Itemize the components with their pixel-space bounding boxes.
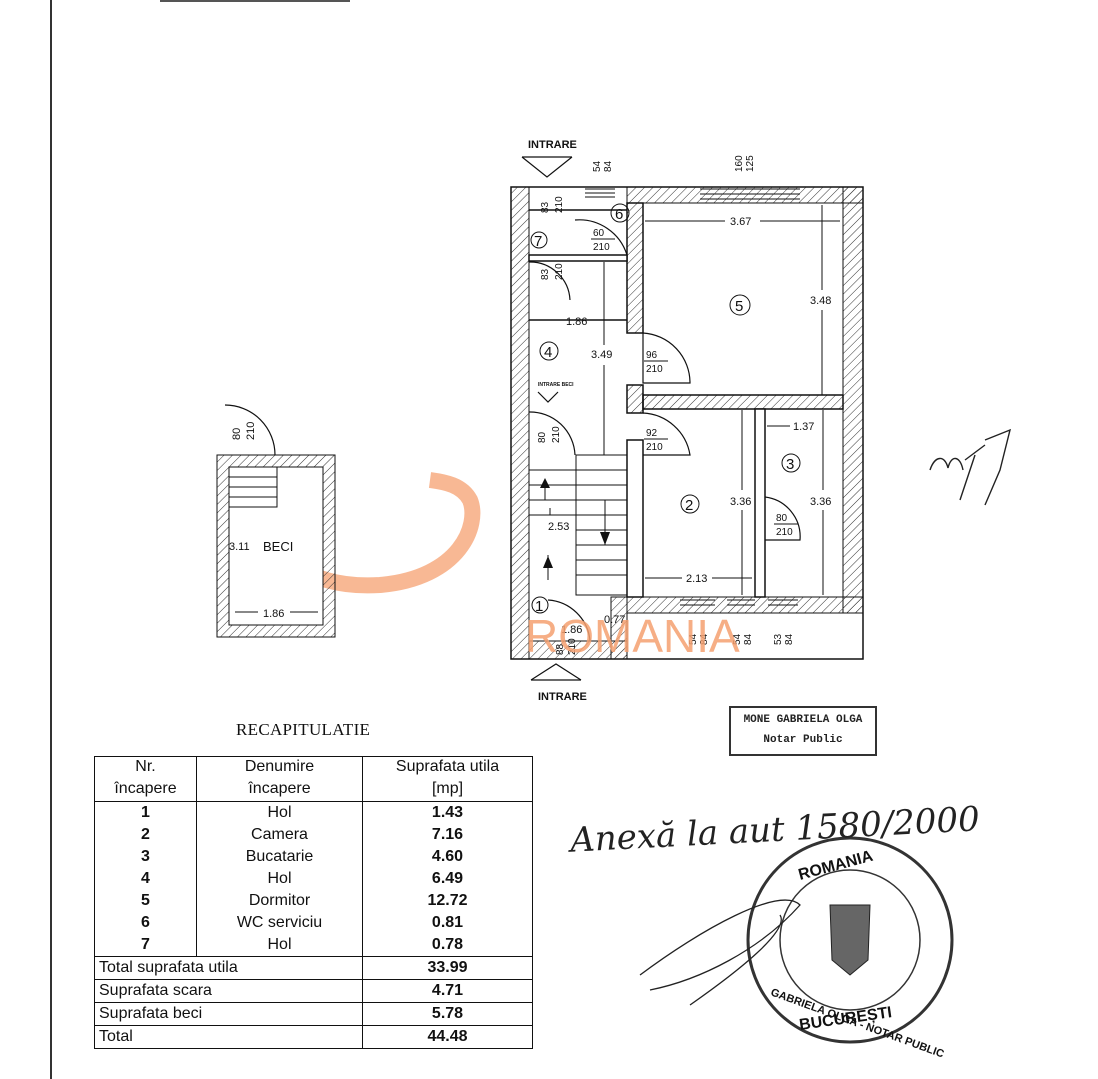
total-row: Suprafata beci 5.78 bbox=[94, 1002, 533, 1026]
door-88-w: 88 bbox=[555, 643, 566, 655]
basement-plan bbox=[216, 454, 336, 638]
dim-r2-width: 2.13 bbox=[686, 573, 707, 585]
dim-door-beci-w: 80 bbox=[231, 428, 243, 440]
col-header-area-unit: [mp] bbox=[362, 779, 533, 802]
door-83b-w: 83 bbox=[540, 268, 551, 280]
dim-beci-height: 3.11 bbox=[229, 541, 250, 553]
dim-r4-width: 1.86 bbox=[566, 316, 587, 328]
col-header-area: Suprafata utila bbox=[362, 756, 533, 779]
recap-table: Nr. Denumire Suprafata utila încapere în… bbox=[94, 756, 533, 1049]
table-row: 5 Dormitor 12.72 bbox=[94, 890, 533, 912]
svg-text:54: 54 bbox=[592, 160, 603, 172]
door-83a-w: 83 bbox=[540, 201, 551, 213]
door-swings bbox=[224, 219, 801, 642]
col-header-name: Denumire bbox=[196, 756, 363, 779]
entrance-markers bbox=[521, 156, 582, 681]
door-80-h: 210 bbox=[776, 527, 793, 538]
room-number-3: 3 bbox=[786, 456, 794, 473]
door-80c-h: 210 bbox=[551, 426, 562, 443]
notary-stamp: MONE GABRIELA OLGA Notar Public bbox=[729, 706, 877, 756]
door-92-h: 210 bbox=[646, 442, 663, 453]
room-number-5: 5 bbox=[735, 298, 743, 315]
svg-text:ROMANIA: ROMANIA bbox=[797, 848, 876, 884]
svg-text:84: 84 bbox=[784, 633, 795, 645]
col-header-name-sub: încapere bbox=[196, 779, 363, 802]
dim-beci-width: 1.86 bbox=[263, 608, 284, 620]
staircase bbox=[529, 454, 628, 596]
dim-r4-height: 3.49 bbox=[591, 349, 612, 361]
svg-text:54: 54 bbox=[688, 633, 699, 645]
dim-stair: 2.53 bbox=[548, 521, 569, 533]
round-seal: ROMANIA GABRIELA OLGA - NOTAR PUBLIC BUC… bbox=[639, 836, 954, 1061]
table-row: 7 Hol 0.78 bbox=[94, 934, 533, 957]
room-number-4: 4 bbox=[544, 344, 552, 361]
total-row: Total suprafata utila 33.99 bbox=[94, 956, 533, 980]
table-row: 2 Camera 7.16 bbox=[94, 824, 533, 846]
col-header-nr: Nr. bbox=[94, 756, 197, 779]
basement-entrance-label: INTRARE BECI bbox=[538, 382, 574, 388]
room-number-2: 2 bbox=[685, 497, 693, 514]
dim-door-beci-h: 210 bbox=[245, 422, 257, 440]
room-number-markers: 1 2 3 4 5 6 7 bbox=[530, 203, 801, 615]
outer-walls bbox=[510, 186, 864, 660]
room-number-7: 7 bbox=[534, 233, 542, 250]
dim-r5-width: 3.67 bbox=[730, 216, 751, 228]
door-92-w: 92 bbox=[646, 428, 658, 439]
svg-text:84: 84 bbox=[699, 633, 710, 645]
door-83b-h: 210 bbox=[554, 263, 565, 280]
basement-label: BECI bbox=[263, 539, 293, 554]
window-labels: 54 84 160 125 54 84 54 84 53 84 bbox=[592, 155, 795, 645]
dim-r5-height: 3.48 bbox=[810, 295, 831, 307]
total-row: Suprafata scara 4.71 bbox=[94, 979, 533, 1003]
svg-text:160: 160 bbox=[734, 155, 745, 172]
dimension-labels: 3.67 3.48 1.86 3.49 1.37 3.36 3.36 2.13 … bbox=[531, 205, 840, 636]
table-row: 1 Hol 1.43 bbox=[94, 801, 533, 824]
recap-title: RECAPITULATIE bbox=[236, 720, 371, 739]
door-60-w: 60 bbox=[593, 228, 605, 239]
table-row: 4 Hol 6.49 bbox=[94, 868, 533, 890]
svg-text:54: 54 bbox=[732, 633, 743, 645]
svg-text:125: 125 bbox=[745, 155, 756, 172]
page-margin-line bbox=[50, 0, 52, 1079]
col-header-nr-sub: încapere bbox=[94, 779, 197, 802]
door-60-h: 210 bbox=[593, 242, 610, 253]
handwritten-initials bbox=[929, 428, 1012, 506]
entrance-bottom-label: INTRARE bbox=[538, 691, 587, 703]
door-80c-w: 80 bbox=[537, 431, 548, 443]
interior-walls bbox=[528, 202, 844, 598]
room-number-1: 1 bbox=[535, 598, 543, 615]
door-88-h: 210 bbox=[567, 638, 578, 655]
room-number-6: 6 bbox=[615, 206, 623, 223]
windows bbox=[585, 188, 800, 606]
door-96-w: 96 bbox=[646, 350, 658, 361]
door-labels: 96 210 92 210 80 210 60 210 83 210 83 21… bbox=[537, 196, 798, 655]
door-80-w: 80 bbox=[776, 513, 788, 524]
notary-title: Notar Public bbox=[763, 734, 843, 746]
svg-text:84: 84 bbox=[603, 160, 614, 172]
table-row: 3 Bucatarie 4.60 bbox=[94, 846, 533, 868]
dim-r3-width: 1.37 bbox=[793, 421, 814, 433]
entrance-top-label: INTRARE bbox=[528, 139, 577, 151]
dim-r2-height: 3.36 bbox=[730, 496, 751, 508]
watermark-text: ROMANIA bbox=[525, 610, 740, 662]
notary-name: MONE GABRIELA OLGA bbox=[743, 714, 863, 726]
dim-hall-small: 0.77 bbox=[604, 614, 625, 626]
total-row: Total 44.48 bbox=[94, 1025, 533, 1049]
door-96-h: 210 bbox=[646, 364, 663, 375]
door-83a-h: 210 bbox=[554, 196, 565, 213]
svg-text:84: 84 bbox=[743, 633, 754, 645]
dim-hall-width: 1.86 bbox=[561, 624, 582, 636]
scan-artifact-line bbox=[160, 0, 350, 2]
dim-r3-height: 3.36 bbox=[810, 496, 831, 508]
table-row: 6 WC serviciu 0.81 bbox=[94, 912, 533, 934]
svg-text:53: 53 bbox=[773, 633, 784, 645]
